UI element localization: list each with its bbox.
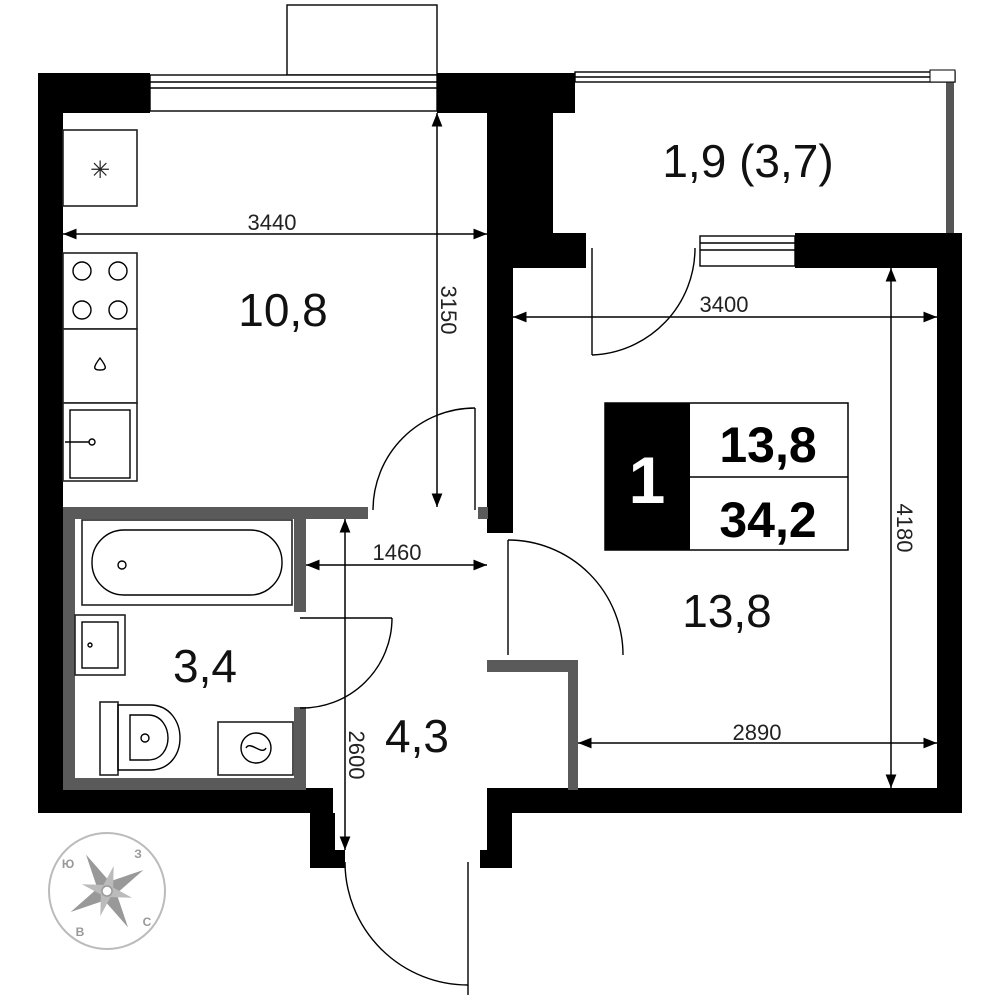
compass-rose-icon — [70, 854, 144, 928]
dim-kitchen-width: 3440 — [248, 210, 297, 235]
fridge-icon — [62, 129, 138, 207]
dim-kitchen-length: 3150 — [436, 286, 461, 335]
compass-north: С — [143, 915, 152, 929]
dim-room-width: 3400 — [700, 292, 749, 317]
total-area: 34,2 — [719, 492, 816, 548]
room-area-hall: 4,3 — [385, 710, 449, 762]
room-area-living: 13,8 — [682, 585, 772, 637]
windows — [149, 74, 796, 267]
bathtub-icon — [81, 519, 293, 606]
washing-machine-icon — [217, 721, 294, 776]
dim-room-width-lower: 2890 — [733, 720, 782, 745]
dimension-lines — [63, 113, 937, 850]
kitchen-fixtures: ✳ — [62, 129, 138, 482]
dim-room-length: 4180 — [892, 504, 917, 553]
room-area-bathroom: 3,4 — [173, 640, 237, 692]
exterior-walls — [38, 73, 962, 868]
interior-walls — [63, 507, 578, 790]
svg-text:✳: ✳ — [90, 156, 110, 184]
dim-hall-length: 2600 — [344, 731, 369, 780]
balcony — [574, 69, 956, 234]
dishwasher-icon — [62, 328, 138, 404]
compass-west: З — [134, 847, 142, 861]
rooms-count: 1 — [629, 443, 666, 517]
bay-window-box — [286, 4, 438, 76]
dim-hall-width: 1460 — [373, 540, 422, 565]
doors — [299, 247, 696, 995]
compass-east: В — [76, 925, 85, 939]
dimension-labels: 3440 3150 3400 4180 1460 2600 2890 — [248, 210, 917, 779]
bathroom-fixtures — [74, 519, 294, 776]
summary-box: 1 13,8 34,2 — [604, 402, 849, 551]
washbasin-icon — [74, 614, 126, 676]
compass-south: Ю — [62, 857, 74, 871]
room-area-balcony: 1,9 (3,7) — [662, 135, 833, 187]
room-area-kitchen: 10,8 — [238, 284, 328, 336]
room-labels: 10,8 1,9 (3,7) 13,8 3,4 4,3 — [173, 135, 834, 762]
compass: Ю З В С — [48, 832, 166, 950]
kitchen-sink-icon — [62, 402, 138, 482]
toilet-icon — [99, 701, 119, 776]
stove-icon — [62, 252, 138, 330]
living-area: 13,8 — [719, 417, 816, 473]
